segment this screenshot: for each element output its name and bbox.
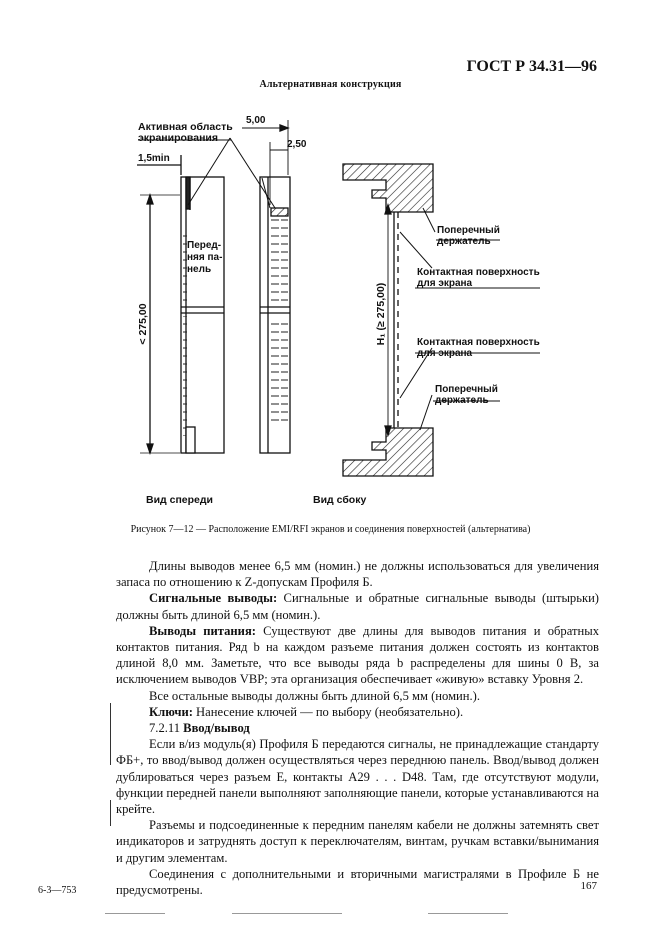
section-number: 7.2.11 [149,721,184,736]
change-bar [110,703,111,765]
paragraph: Ключи: Нанесение ключей — по выбору (нео… [116,704,599,720]
label-front-panel: Перед- няя па- нель [187,240,223,275]
scan-artifact [428,913,508,914]
dimension-5: 5,00 [246,115,266,126]
paragraph: Выводы питания: Существуют две длины для… [116,623,599,688]
paragraph-text: Сигнальные и обратные сигнальные выводы … [116,591,599,622]
body-text: Длины выводов менее 6,5 мм (номин.) не д… [116,558,599,898]
scan-artifact [232,913,342,914]
section-title: Ввод/вывод [183,721,250,736]
dimension-h1: H₁ (≥ 275,00) [375,282,387,346]
figure-underlines [138,139,540,402]
page-number: 167 [580,880,598,892]
technical-drawing [137,120,540,477]
paragraph: Соединения с дополнительными и вторичным… [116,866,599,898]
dimension-275: < 275,00 [137,303,149,345]
paragraph: Если в/из модуль(я) Профиля Б передаются… [116,737,599,817]
paragraph-text: Нанесение ключей — по выбору (необязател… [192,704,464,719]
figure-subtitle: Альтернативная конструкция [259,79,402,90]
paragraph: Сигнальные выводы: Сигнальные и обратные… [116,590,599,622]
label-front-view: Вид спереди [146,494,214,506]
label-cross-holder-bottom: Поперечный держатель [435,384,498,406]
paragraph: Все остальные выводы должны быть длиной … [149,688,481,703]
label-contact-surface-2: Контактная поверхность для экрана [417,337,540,359]
paragraph: Длины выводов менее 6,5 мм (номин.) не д… [116,559,599,590]
side-view [187,120,291,454]
label-active-area: Активная область экранирования [138,121,233,144]
term: Ключи: [149,704,193,719]
paragraph: Разъемы и подсоединенные к передним пане… [116,818,599,865]
dimension-2-5: 2,50 [287,139,307,150]
chassis-view [342,163,436,477]
standard-number: ГОСТ Р 34.31—96 [466,58,597,75]
label-contact-surface-1: Контактная поверхность для экрана [417,267,540,289]
term: Выводы питания: [149,623,256,638]
section-heading: 7.2.11 Ввод/вывод [116,720,599,736]
paragraph-text: Существуют две длины для выводов питания… [116,623,599,687]
dimension-1-5-min: 1,5min [138,153,170,164]
label-cross-holder-top: Поперечный держатель [437,225,500,247]
change-bar [110,800,111,826]
label-side-view: Вид сбоку [313,494,367,506]
front-view [137,155,225,456]
term: Сигнальные выводы: [149,591,278,606]
figure-caption: Рисунок 7—12 — Расположение EMI/RFI экра… [130,524,531,535]
print-code: 6-3—753 [38,885,77,896]
scan-artifact [105,913,165,914]
